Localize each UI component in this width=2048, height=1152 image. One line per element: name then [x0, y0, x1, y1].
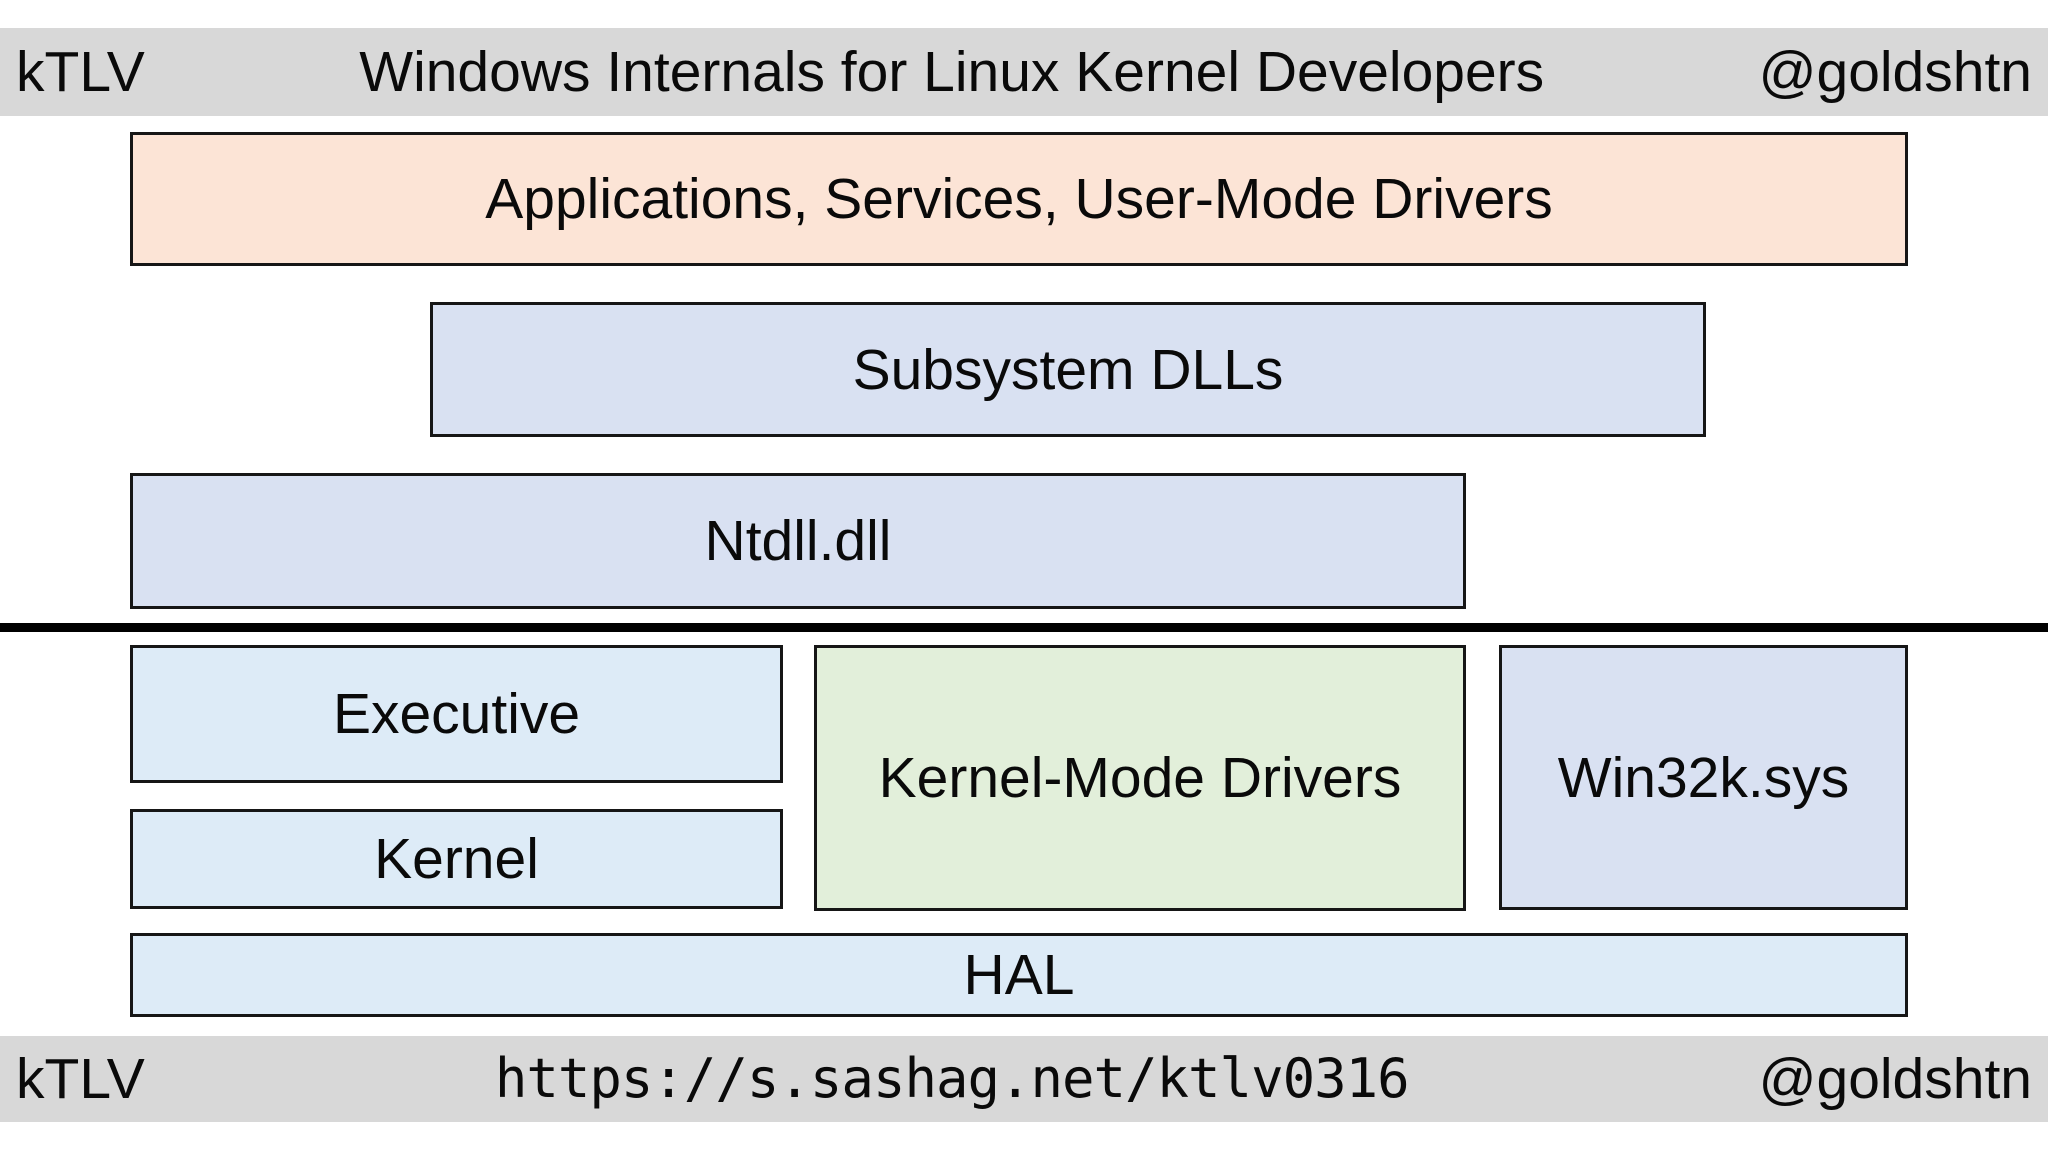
slide-title: Windows Internals for Linux Kernel Devel… [359, 40, 1545, 104]
box-label: Ntdll.dll [704, 509, 892, 573]
header-bar: kTLV Windows Internals for Linux Kernel … [0, 28, 2048, 116]
footer-link: https://s.sashag.net/ktlv0316 [494, 1047, 1410, 1110]
box-label: Kernel-Mode Drivers [878, 746, 1402, 810]
header-brand: kTLV [16, 40, 145, 104]
footer-bar: kTLV https://s.sashag.net/ktlv0316 @gold… [0, 1036, 2048, 1122]
box-ntdll: Ntdll.dll [130, 473, 1466, 609]
box-label: Subsystem DLLs [852, 337, 1284, 402]
box-label: Win32k.sys [1557, 745, 1850, 810]
box-label: Executive [332, 682, 581, 746]
box-label: Applications, Services, User-Mode Driver… [485, 167, 1553, 231]
box-label: HAL [963, 943, 1075, 1007]
box-label: Kernel [374, 827, 539, 891]
box-subsystem-dlls: Subsystem DLLs [430, 302, 1706, 437]
box-win32k-sys: Win32k.sys [1499, 645, 1908, 910]
box-hal: HAL [130, 933, 1908, 1017]
box-executive: Executive [130, 645, 783, 783]
footer-twitter-handle: @goldshtn [1758, 1047, 2032, 1111]
box-applications-services-user-mode-drivers: Applications, Services, User-Mode Driver… [130, 132, 1908, 266]
box-kernel-mode-drivers: Kernel-Mode Drivers [814, 645, 1466, 911]
box-kernel: Kernel [130, 809, 783, 909]
footer-brand: kTLV [16, 1047, 145, 1111]
header-twitter-handle: @goldshtn [1758, 40, 2032, 104]
user-kernel-boundary-line [0, 623, 2048, 632]
